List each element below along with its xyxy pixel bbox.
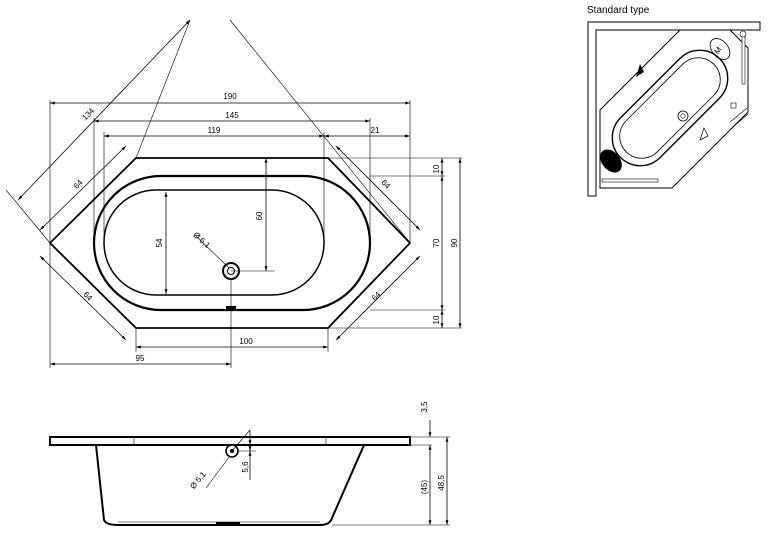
dim-54: 54: [155, 238, 164, 247]
side-rim: [49, 436, 411, 446]
inset-bottom-bar: [601, 178, 659, 183]
inset-tub-outline: [599, 29, 749, 189]
dim-95: 95: [136, 354, 145, 363]
basin-inner-edge: [103, 189, 325, 296]
dim-10-bottom: 10: [432, 315, 441, 324]
drain-diameter-label: Ø 5,1: [191, 230, 212, 250]
dim-145: 145: [225, 111, 239, 120]
dim-64-lower-left: 64: [81, 290, 94, 303]
inset-right-fitting-cap: [739, 30, 747, 38]
inset-triangle-filled: [636, 64, 644, 77]
dim-10-top: 10: [432, 164, 441, 173]
side-foot: [216, 522, 240, 526]
inset-title: Standard type: [587, 5, 650, 16]
side-drain-diameter-label: Ø 5,1: [188, 470, 208, 491]
dim-64-upper-right: 64: [379, 178, 392, 191]
dim-90: 90: [450, 238, 459, 247]
inset-m-badge: [709, 38, 731, 60]
inset-right-fitting: [741, 33, 746, 85]
inset-drain-outer: [677, 110, 689, 122]
inset-basin-outer: [611, 49, 729, 167]
dim-64-lower-right: 64: [370, 290, 383, 303]
inset-walls: [587, 21, 761, 197]
dim-5-6: 5,6: [241, 461, 250, 473]
dim-48-5: 48,5: [437, 475, 446, 491]
side-view: Ø 5,1 5,6 3,5 (45) 48,5: [49, 401, 450, 526]
inset-m-label: M: [712, 45, 723, 56]
dim-64-upper-left: 64: [72, 178, 85, 191]
dim-100: 100: [239, 337, 253, 346]
dim-60: 60: [255, 211, 264, 220]
basin-outer-edge: [92, 174, 372, 312]
top-view: 190 145 119 21 134 64 64 64 64 60: [5, 19, 462, 368]
inset-basin-inner: [619, 57, 721, 159]
inset-standard-type: Standard type M: [587, 5, 761, 197]
inset-triangle-outline: [699, 127, 709, 141]
dim-119: 119: [208, 126, 221, 135]
dim-3-5: 3,5: [420, 401, 429, 413]
inset-drain-inner: [680, 113, 686, 119]
dim-70: 70: [432, 238, 441, 247]
inset-small-square: [730, 102, 737, 109]
dim-190: 190: [223, 92, 237, 101]
dim-45: (45): [420, 480, 429, 495]
dim-21: 21: [371, 126, 380, 135]
